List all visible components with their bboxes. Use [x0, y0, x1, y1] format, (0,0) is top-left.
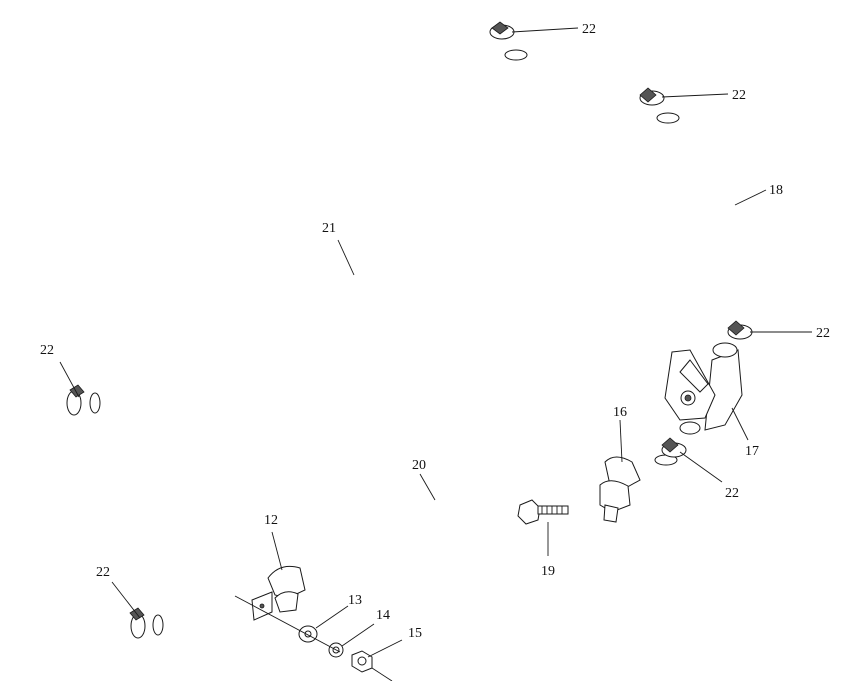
callout-14: 14 [376, 608, 390, 623]
hose-18 [656, 112, 767, 310]
washer-13 [298, 625, 318, 643]
callout-15: 15 [408, 626, 422, 641]
callout-22-mid-right: 22 [816, 326, 830, 341]
hose-clamp-top-right [639, 87, 665, 106]
hose-clamp-left-upper [66, 384, 85, 416]
callout-22-top: 22 [582, 22, 596, 37]
callout-19: 19 [541, 564, 555, 579]
hose-20 [147, 447, 711, 661]
callout-22-top-right: 22 [732, 88, 746, 103]
nut-15 [351, 650, 373, 673]
callout-21: 21 [322, 221, 336, 236]
clamp-16 [599, 456, 641, 523]
callout-22-left-lower: 22 [96, 565, 110, 580]
hose-21 [81, 47, 643, 423]
callout-17: 17 [745, 444, 759, 459]
callout-22-valve: 22 [725, 486, 739, 501]
callout-16: 16 [613, 405, 627, 420]
valve-17 [664, 342, 743, 435]
callout-13: 13 [348, 593, 362, 608]
callout-12: 12 [264, 513, 278, 528]
hose-clamp-top [489, 21, 515, 40]
hose-clamp-mid-right [727, 320, 753, 340]
bolt-19 [517, 499, 569, 525]
callout-18: 18 [769, 183, 783, 198]
hose-clamp-valve [661, 437, 687, 458]
hose-clamp-left-lower [129, 607, 146, 639]
leader-lines [59, 27, 812, 658]
callout-22-left-upper: 22 [40, 343, 54, 358]
callout-20: 20 [412, 458, 426, 473]
clamp-12 [251, 565, 306, 621]
